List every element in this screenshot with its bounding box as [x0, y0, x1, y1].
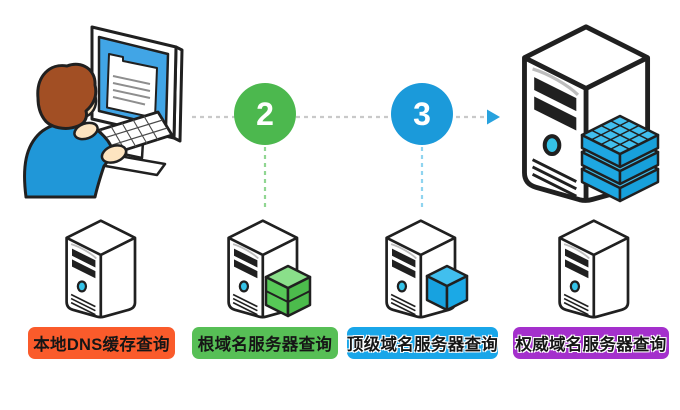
label-root-dns-query: 根域名服务器查询 [192, 327, 338, 359]
step-3-badge: 3 [391, 83, 453, 145]
green-box-icon [264, 264, 312, 318]
step-2-number: 2 [256, 95, 274, 132]
step-3-number: 3 [413, 95, 431, 132]
label-tld-dns-query: 顶级域名服务器查询 [347, 327, 498, 359]
arrow-right-icon [487, 109, 500, 125]
authoritative-dns-server-icon [558, 219, 630, 319]
label-local-dns-cache-query: 本地DNS缓存查询 [28, 327, 175, 359]
root-dns-server-icon [227, 219, 312, 319]
local-dns-server-icon [65, 219, 137, 319]
label-authoritative-dns-query: 权威域名服务器查询 [513, 327, 669, 359]
person-icon [23, 62, 128, 199]
tld-dns-server-icon [385, 219, 469, 319]
recursive-dns-server-icon [524, 27, 660, 203]
storage-stack-icon [580, 114, 660, 203]
monitor-icon [90, 25, 184, 177]
person-at-computer-illustration [23, 25, 184, 199]
blue-cube-icon [425, 264, 469, 312]
step-2-badge: 2 [234, 83, 296, 145]
